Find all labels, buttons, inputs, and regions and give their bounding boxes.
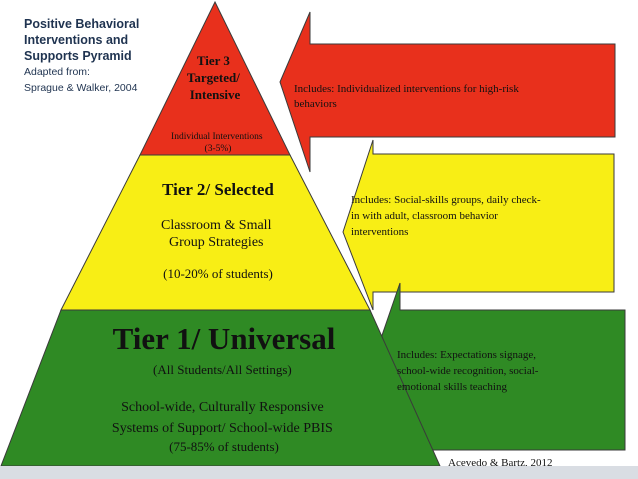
tier3-heading-line: Tier 3	[197, 53, 231, 68]
tier1-heading-line: Tier 1/ Universal	[113, 321, 336, 356]
tier2-sub-line: (10-20% of students)	[163, 266, 273, 281]
pyramid-layers	[0, 0, 626, 477]
tier3-heading-line: Targeted/	[187, 70, 240, 85]
tier2-arrow-line: Includes: Social-skills groups, daily ch…	[351, 194, 541, 206]
diagram-title: Positive Behavioral Interventions and Su…	[24, 17, 140, 63]
tier2-arrow-line: in with adult, classroom behavior	[351, 210, 498, 222]
tier2-arrow-text: Includes: Social-skills groups, daily ch…	[351, 194, 543, 238]
tier3-arrow-line: Includes: Individualized interventions f…	[294, 83, 519, 95]
tier2-heading: Tier 2/ Selected	[162, 180, 274, 199]
tier1-sub-line: School-wide, Culturally Responsive	[121, 400, 324, 415]
tier2-sublabel: Classroom & Small Group Strategies (10-2…	[161, 218, 275, 281]
tier2-arrow	[342, 139, 615, 311]
tier3-heading: Tier 3 Targeted/ Intensive	[187, 53, 243, 102]
tier1-sub-line: (All Students/All Settings)	[153, 362, 292, 377]
tier3-arrow-text: Includes: Individualized interventions f…	[294, 83, 522, 110]
tier1-arrow-line: Includes: Expectations signage,	[397, 349, 536, 361]
tier1-arrow-line: school-wide recognition, social-	[397, 365, 539, 377]
bottom-frame-bar	[0, 466, 638, 479]
tier1-arrow-text: Includes: Expectations signage, school-w…	[397, 349, 541, 393]
header-block: Positive Behavioral Interventions and Su…	[24, 16, 164, 96]
tier1-sub-line: Systems of Support/ School-wide PBIS	[112, 421, 333, 436]
tier3-heading-line: Intensive	[190, 87, 241, 102]
tier3-sub-line: Individual Interventions	[171, 132, 263, 142]
source-citation: Sprague & Walker, 2004	[24, 82, 138, 94]
tier3-sublabel: Individual Interventions (3-5%)	[171, 132, 265, 154]
tier2-arrow-line: interventions	[351, 226, 408, 238]
tier1-sublabel: (All Students/All Settings) School-wide,…	[112, 362, 336, 454]
adapted-label: Adapted from:	[24, 66, 90, 78]
tier3-arrow-line: behaviors	[294, 98, 337, 110]
tier2-sub-line: Group Strategies	[169, 235, 263, 250]
tier1-sub-line: (75-85% of students)	[169, 439, 279, 454]
tier1-heading: Tier 1/ Universal	[113, 321, 336, 356]
tier1-arrow-line: emotional skills teaching	[397, 381, 507, 393]
tier3-sub-line: (3-5%)	[205, 143, 232, 154]
tier2-sub-line: Classroom & Small	[161, 218, 272, 233]
tier3-arrow	[279, 11, 616, 173]
tier2-heading-line: Tier 2/ Selected	[162, 180, 274, 199]
